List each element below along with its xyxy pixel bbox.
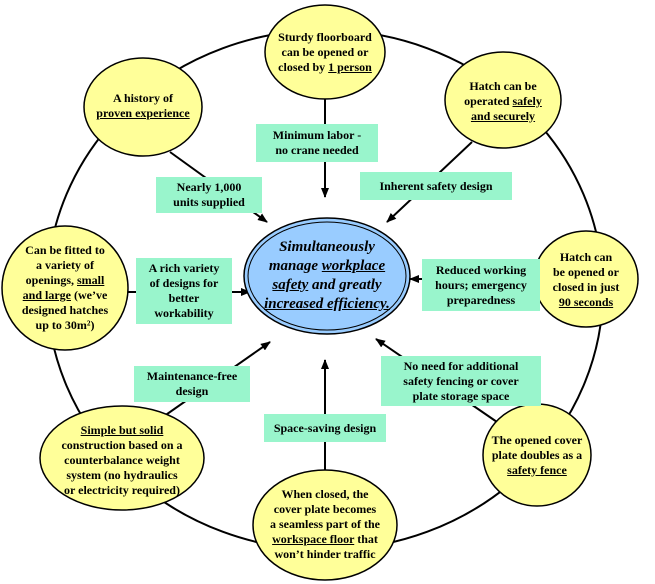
node-top-left: A history of proven experience bbox=[96, 91, 190, 120]
node-top: Sturdy floorboard can be opened or close… bbox=[278, 29, 372, 74]
node-top-right: Hatch can be operated safely and securel… bbox=[464, 78, 542, 123]
label-bottom-right: No need for additional safety fencing or… bbox=[381, 356, 541, 406]
label-top-left: Nearly 1,000 units supplied bbox=[156, 177, 262, 213]
node-bottom: When closed, the cover plate becomes a s… bbox=[270, 486, 380, 561]
label-right: Reduced working hours; emergency prepare… bbox=[422, 259, 540, 311]
center-line-1: Simultaneously bbox=[279, 239, 375, 255]
center-line-3: safety and greatly bbox=[272, 277, 382, 293]
label-left: A rich variety of designs for better wor… bbox=[136, 258, 232, 324]
node-top-ellipse bbox=[264, 4, 386, 100]
center-ellipse bbox=[243, 217, 411, 335]
node-bottom-right: The opened cover plate doubles as a safe… bbox=[491, 432, 583, 477]
center-text: Simultaneously manage workplace safety a… bbox=[250, 234, 404, 318]
node-top-left-ellipse bbox=[83, 57, 203, 157]
label-bottom-left: Maintenance-free design bbox=[134, 366, 250, 402]
label-top-right: Inherent safety design bbox=[360, 172, 512, 200]
node-top-right-ellipse bbox=[444, 51, 562, 149]
node-left: Can be fitted to a variety of openings, … bbox=[21, 243, 109, 332]
center-line-2: manage workplace bbox=[268, 258, 386, 274]
node-bottom-left-ellipse bbox=[39, 405, 205, 511]
center-line-4: increased efficiency. bbox=[264, 296, 390, 312]
node-left-ellipse bbox=[1, 225, 129, 351]
node-bottom-ellipse bbox=[252, 469, 398, 581]
node-right: Hatch can be opened or closed in just 90… bbox=[552, 250, 620, 309]
label-bottom: Space-saving design bbox=[264, 414, 386, 442]
center-ellipse-inner-ring bbox=[247, 221, 407, 331]
label-top: Minimum labor - no crane needed bbox=[256, 124, 378, 162]
node-bottom-left: Simple but solid construction based on a… bbox=[61, 422, 183, 497]
